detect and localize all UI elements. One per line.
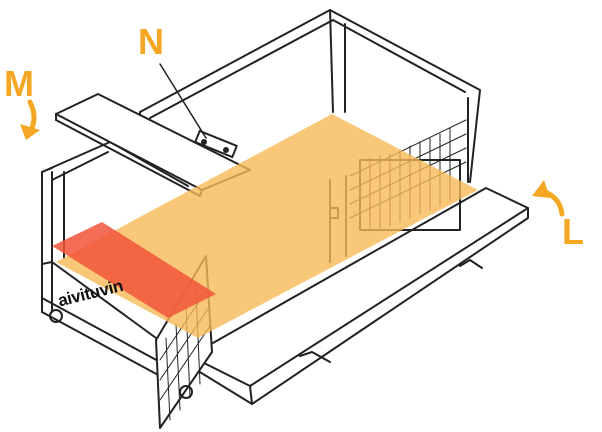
wheel-front-right [179,385,193,399]
back-top-rail [139,9,481,183]
tray-highlight [52,222,216,318]
back-inner-rail [149,19,466,119]
wheel-front-left [49,309,63,323]
callout-n-label: N [138,21,164,62]
back-post-mid [329,9,334,113]
hinge-leader-line [159,63,207,139]
callout-m-label: M [4,63,34,104]
callout-l-label: L [562,211,584,252]
